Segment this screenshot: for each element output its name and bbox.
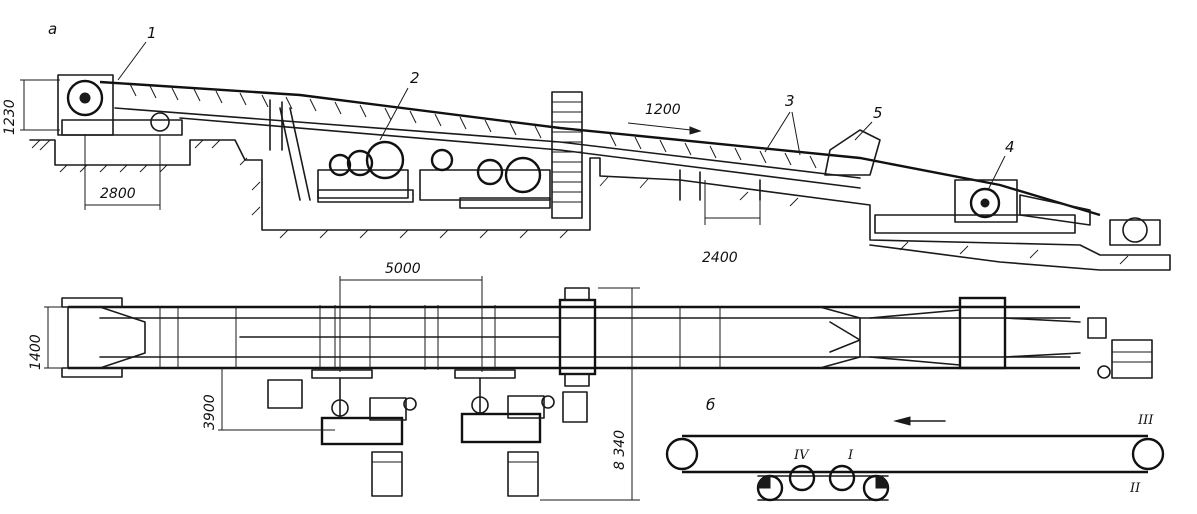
- loading-hopper: [824, 129, 881, 176]
- dim-1230: 1230: [2, 79, 60, 135]
- leader-3: [764, 111, 801, 156]
- tail-drum: [969, 187, 1001, 219]
- dim-3900: 3900: [202, 368, 335, 431]
- tail-drum-frame: [954, 179, 1018, 223]
- svg-text:1230: 1230: [2, 99, 18, 135]
- dim-2400: 2400: [702, 180, 761, 266]
- plan-tail-taper: [869, 309, 1081, 366]
- svg-text:8 340: 8 340: [612, 430, 628, 470]
- dim-1200: 1200: [627, 102, 702, 135]
- plan-belt-outline: [68, 305, 1080, 370]
- svg-text:2400: 2400: [702, 250, 738, 266]
- scheme-head-drum: [665, 437, 699, 471]
- svg-text:2800: 2800: [100, 186, 136, 202]
- view-label-a: а: [48, 20, 57, 38]
- leader-4: [987, 155, 1006, 191]
- plan-section-joints: [159, 305, 721, 370]
- take-up-pulley: [1122, 217, 1148, 243]
- plan-belt-inner: [99, 317, 1071, 358]
- tail-carriage: [874, 214, 1076, 234]
- tower-rungs: [552, 101, 582, 203]
- scheme-drum-1-fill: [757, 475, 771, 489]
- part-number-4: 4: [1005, 138, 1015, 156]
- svg-text:3900: 3900: [202, 394, 218, 430]
- scheme-drum-4-fill: [875, 475, 889, 489]
- tail-drum-hub: [980, 198, 990, 208]
- plan-tower-top: [564, 287, 590, 301]
- ground-hatch: [31, 139, 1129, 265]
- dim-8340: 8 340: [540, 287, 640, 501]
- take-up-frame: [1019, 194, 1161, 246]
- drum-label-II: II: [1129, 481, 1141, 496]
- drive-unit-left: [317, 140, 414, 203]
- plan-tower-bottom: [564, 373, 590, 387]
- plan-head-end: [67, 306, 146, 369]
- head-drum-hub: [79, 92, 91, 104]
- head-drum: [66, 79, 104, 117]
- scheme-drive-drum-2: [788, 464, 816, 492]
- belt-scheme: б IV I III II: [665, 396, 1165, 502]
- transfer-tower: [551, 91, 583, 219]
- ground-line: [29, 139, 1171, 271]
- drum-label-IV: IV: [793, 448, 810, 463]
- plan-drive-station-left: [267, 369, 417, 497]
- svg-text:1200: 1200: [645, 102, 681, 118]
- scheme-drive-drum-3: [828, 464, 856, 492]
- plan-view: 5000 1400 3900 8 340: [28, 261, 1153, 501]
- svg-text:5000: 5000: [385, 261, 421, 277]
- inclined-ladder: [279, 107, 311, 201]
- trestle-legs: [269, 99, 761, 201]
- head-drum-frame: [57, 74, 114, 136]
- head-base: [61, 119, 183, 136]
- scheme-drive-belt: [757, 475, 889, 501]
- view-label-b: б: [706, 396, 715, 414]
- frame-lower-line: [179, 117, 861, 189]
- drum-label-III: III: [1137, 413, 1154, 428]
- plan-loading-zone: [819, 306, 861, 369]
- plan-head-bearing-bot: [61, 367, 123, 378]
- belt-upper-line: [99, 80, 1101, 217]
- plan-drive-station-right: [454, 369, 588, 497]
- part-number-3: 3: [785, 92, 795, 110]
- dim-2800: 2800: [84, 135, 161, 210]
- scheme-tail-drum: [1131, 437, 1165, 471]
- snub-drum: [150, 112, 170, 132]
- dim-5000: 5000: [339, 261, 483, 372]
- drum-label-I: I: [847, 448, 854, 463]
- plan-head-bearing-top: [61, 297, 123, 308]
- elevation-view: а 1 2 3 4 5 1230 2800 1200: [2, 20, 1171, 271]
- leader-2: [379, 87, 409, 141]
- idler-supports: [129, 83, 817, 169]
- plan-tail-frame: [958, 296, 1007, 370]
- part-number-5: 5: [873, 104, 883, 122]
- plan-transfer-block: [558, 298, 597, 376]
- part-number-2: 2: [410, 69, 420, 87]
- scheme-belt: [682, 434, 1148, 474]
- leader-5: [854, 121, 873, 141]
- plan-takeup: [1087, 317, 1107, 339]
- leader-1: [117, 41, 147, 81]
- dim-1400: 1400: [28, 306, 68, 370]
- part-number-1: 1: [147, 24, 157, 42]
- drive-unit-right: [419, 148, 551, 209]
- direction-arrowhead: [893, 416, 911, 426]
- plan-takeup-winch: [1097, 339, 1153, 379]
- svg-text:1400: 1400: [28, 334, 44, 370]
